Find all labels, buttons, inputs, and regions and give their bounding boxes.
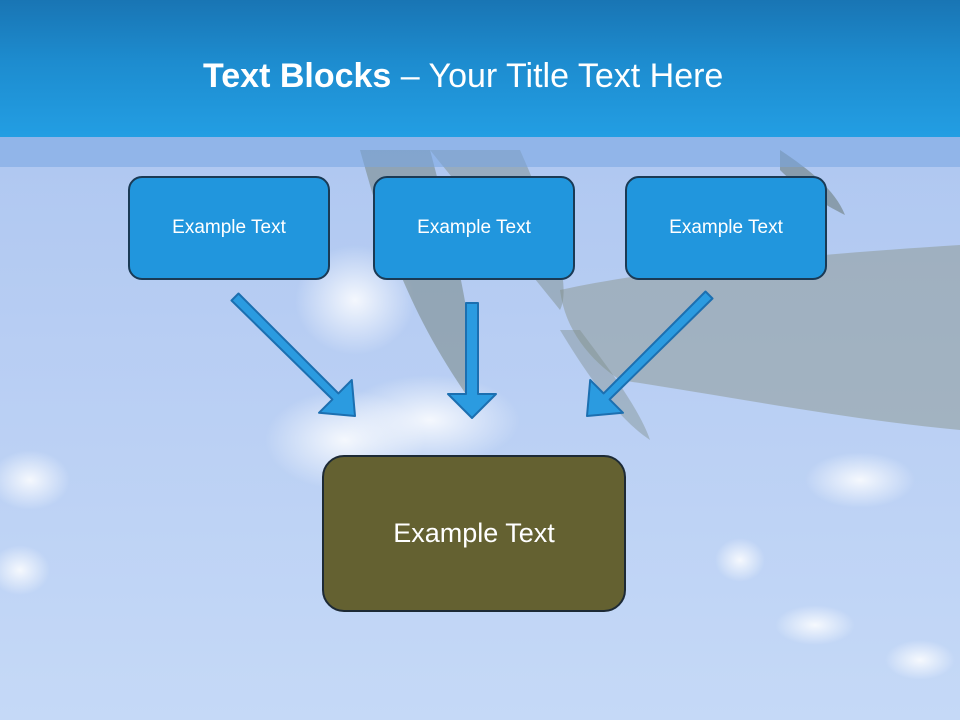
text-block-label: Example Text [669, 217, 783, 238]
text-block-2[interactable]: Example Text [373, 176, 575, 280]
palm-frond [560, 330, 650, 440]
cloud [775, 605, 855, 645]
palm-trunk [560, 245, 960, 430]
cloud [0, 450, 70, 510]
cloud [805, 452, 915, 508]
arrow-down [447, 302, 497, 419]
title-bar-strip [0, 137, 960, 167]
title-rest-text: – Your Title Text Here [391, 57, 724, 95]
cloud [715, 538, 765, 582]
title-bar [0, 0, 960, 137]
arrow-down-right [230, 292, 356, 417]
text-block-3[interactable]: Example Text [625, 176, 827, 280]
target-block-label: Example Text [393, 518, 555, 548]
title-bold-text: Text Blocks [203, 57, 392, 95]
text-block-1[interactable]: Example Text [128, 176, 330, 280]
text-block-label: Example Text [172, 217, 286, 238]
slide-title: Text Blocks – Your Title Text Here [203, 55, 723, 97]
cloud [0, 545, 50, 595]
text-block-label: Example Text [417, 217, 531, 238]
target-block[interactable]: Example Text [322, 455, 626, 612]
arrow-down-left [586, 290, 714, 417]
cloud [885, 640, 955, 680]
